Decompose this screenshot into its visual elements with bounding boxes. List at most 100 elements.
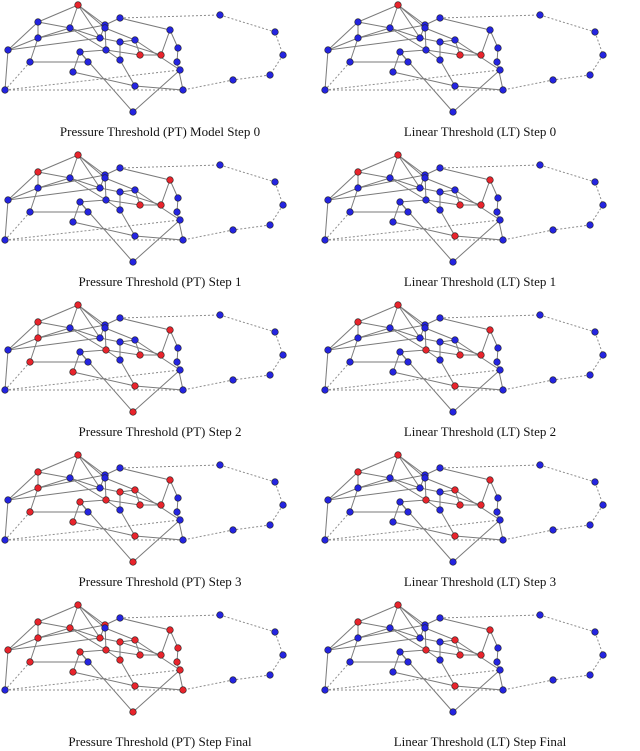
graph-node-inactive (116, 56, 124, 64)
graph-node-inactive (396, 648, 404, 656)
graph-edge (182, 79, 234, 91)
network-graph (321, 451, 607, 566)
graph-edge (496, 361, 504, 391)
graph-node-inactive (4, 496, 12, 504)
graph-edge (4, 49, 9, 91)
graph-edge (439, 467, 491, 481)
graph-edge (389, 304, 399, 329)
panel-caption: Pressure Threshold (PT) Step 1 (78, 274, 242, 289)
graph-edge (176, 361, 184, 391)
graph-edge (349, 337, 359, 363)
graph-edge (349, 187, 359, 213)
graph-node-active (157, 201, 165, 209)
graph-edge (232, 74, 271, 81)
graph-node-inactive (421, 324, 429, 332)
graph-node-inactive (216, 611, 224, 619)
graph-node-inactive (404, 208, 412, 216)
graph-node-inactive (404, 658, 412, 666)
graph-edge (327, 471, 359, 501)
graph-edge (37, 624, 106, 639)
graph-node-active (131, 382, 139, 390)
panel-lt-step-0: Linear Threshold (LT) Step 0 (320, 0, 640, 150)
panel-caption: Pressure Threshold (PT) Step 3 (78, 574, 242, 589)
graph-node-inactive (389, 68, 397, 76)
graph-node-inactive (436, 638, 444, 646)
graph-edge (119, 14, 221, 19)
graph-edge (29, 187, 39, 213)
graph-edge (452, 519, 501, 563)
graph-edge (397, 604, 426, 629)
graph-node-active (451, 382, 459, 390)
graph-edge (119, 314, 221, 319)
network-graph (1, 601, 287, 716)
graph-edge (232, 224, 271, 231)
graph-edge (104, 177, 136, 191)
graph-node-inactive (346, 508, 354, 516)
graph-edge (132, 369, 181, 413)
graph-node-inactive (176, 66, 184, 74)
graph-node-inactive (436, 38, 444, 46)
graph-node-inactive (179, 236, 187, 244)
panel-caption: Pressure Threshold (PT) Model Step 0 (59, 124, 261, 139)
graph-edge (7, 621, 39, 651)
graph-edge (274, 631, 284, 656)
graph-edge (7, 37, 101, 51)
network-graph (321, 301, 607, 416)
graph-node-active (354, 168, 362, 176)
graph-node-inactive (396, 198, 404, 206)
graph-node-inactive (346, 208, 354, 216)
graph-edge (389, 454, 399, 479)
network-graph (321, 151, 607, 266)
panel-pt-step-final: Pressure Threshold (PT) Step Final (0, 600, 320, 750)
graph-node-inactive (179, 386, 187, 394)
graph-edge (37, 327, 71, 339)
graph-node-active (354, 618, 362, 626)
graph-node-inactive (586, 221, 594, 229)
graph-edge (327, 37, 359, 51)
graph-edge (72, 671, 136, 687)
graph-edge (324, 499, 329, 541)
graph-node-inactive (404, 508, 412, 516)
panel-lt-step-3: Linear Threshold (LT) Step 3 (320, 450, 640, 600)
graph-node-active (76, 498, 84, 506)
network-graph (321, 1, 607, 116)
graph-node-inactive (354, 334, 362, 342)
graph-node-inactive (66, 174, 74, 182)
graph-edge (69, 327, 101, 339)
graph-edge (4, 69, 181, 91)
graph-edge (539, 14, 596, 33)
graph-node-inactive (84, 58, 92, 66)
graph-edge (397, 454, 421, 489)
graph-edge (160, 479, 171, 506)
graph-node-inactive (451, 82, 459, 90)
graph-node-active (422, 346, 430, 354)
graph-edge (425, 499, 461, 506)
graph-edge (502, 229, 554, 241)
graph-edge (357, 627, 391, 639)
graph-node-inactive (173, 508, 181, 516)
graph-node-active (34, 618, 42, 626)
graph-edge (425, 349, 461, 356)
graph-edge (37, 454, 79, 473)
panel-caption: Linear Threshold (LT) Step Final (393, 734, 567, 749)
graph-node-inactive (389, 368, 397, 376)
graph-node-active (394, 451, 402, 459)
graph-node-inactive (449, 258, 457, 266)
graph-edge (324, 199, 329, 241)
panel-caption: Linear Threshold (LT) Step 1 (403, 274, 557, 289)
graph-edge (397, 154, 426, 179)
graph-node-inactive (229, 676, 237, 684)
graph-node-inactive (324, 646, 332, 654)
graph-edge (539, 314, 596, 333)
graph-node-active (69, 668, 77, 676)
graph-edge (357, 154, 399, 173)
graph-edge (7, 187, 101, 201)
graph-edge (4, 499, 9, 541)
panel-caption: Pressure Threshold (PT) Step Final (68, 734, 252, 749)
graph-node-inactive (176, 216, 184, 224)
graph-node-inactive (271, 178, 279, 186)
graph-edge (77, 604, 106, 629)
graph-edge (105, 49, 141, 56)
graph-node-inactive (34, 18, 42, 26)
